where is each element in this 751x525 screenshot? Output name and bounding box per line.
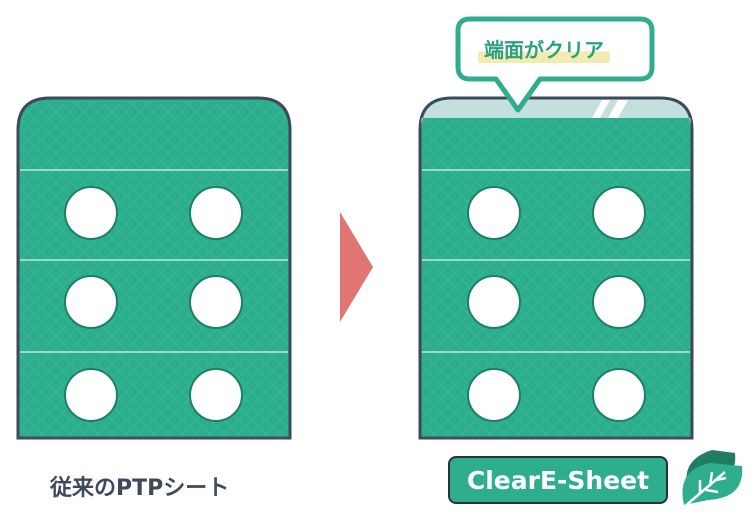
callout-bubble <box>455 16 655 113</box>
arrow-right-icon <box>340 212 373 322</box>
callout-text: 端面がクリア <box>478 34 610 63</box>
cleare-sheet <box>418 96 694 440</box>
conventional-ptp-label: 従来のPTPシート <box>50 476 230 501</box>
leaf-icon <box>682 450 743 508</box>
conventional-ptp-sheet <box>16 96 292 440</box>
brand-label: ClearE-Sheet <box>448 456 668 504</box>
